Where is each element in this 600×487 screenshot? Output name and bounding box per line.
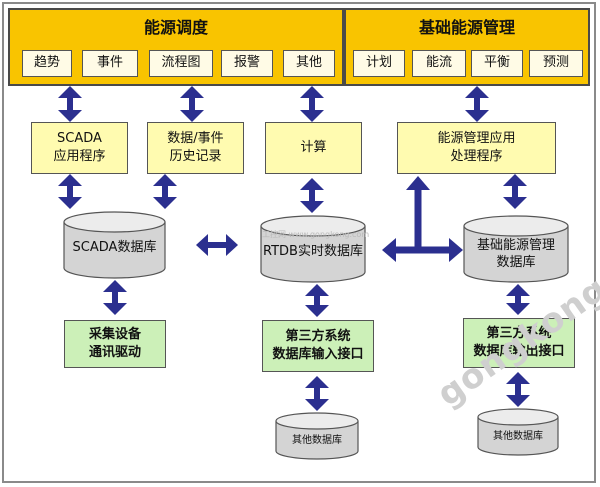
arrow-history-to-db xyxy=(153,174,177,209)
menu-button-event[interactable]: 事件 xyxy=(82,50,138,77)
menu-button-energy-flow[interactable]: 能流 xyxy=(412,50,466,77)
input-interface-label: 第三方系统 数据库输入接口 xyxy=(272,329,364,362)
arrow-scada-db-to-collector xyxy=(103,280,127,315)
collector-label: 采集设备 通讯驱动 xyxy=(88,327,141,360)
energy-db-cylinder xyxy=(463,215,569,283)
scada-db-cylinder xyxy=(63,211,166,279)
history-box: 数据/事件 历史记录 xyxy=(147,122,244,174)
other-db-right-cylinder xyxy=(477,408,559,456)
arrow-input-iface-to-other-db xyxy=(305,376,329,411)
energy-management-banner: 基础能源管理 计划 能流 平衡 预测 xyxy=(344,8,590,86)
arrow-output-iface-to-other-db xyxy=(506,372,530,407)
scada-db-label: SCADA数据库 xyxy=(72,240,157,255)
calc-label: 计算 xyxy=(300,140,327,155)
energy-management-banner-title: 基础能源管理 xyxy=(418,18,515,37)
dispatch-banner-title: 能源调度 xyxy=(143,18,208,37)
menu-button-balance[interactable]: 平衡 xyxy=(471,50,523,77)
arrow-flowchart-to-history xyxy=(180,86,204,122)
energy-db-label: 基础能源管理 数据库 xyxy=(476,238,555,270)
arrow-banner-to-energy-app xyxy=(465,86,489,122)
arrow-scada-app-to-db xyxy=(58,174,82,209)
menu-button-plan[interactable]: 计划 xyxy=(353,50,405,77)
output-interface-box: 第三方系统 数据库输出接口 xyxy=(463,318,575,368)
collector-box: 采集设备 通讯驱动 xyxy=(64,320,166,368)
arrow-calc-to-rtdb xyxy=(300,178,324,213)
menu-button-alarm[interactable]: 报警 xyxy=(221,50,273,77)
other-db-right-label: 其他数据库 xyxy=(493,431,543,442)
energy-app-box: 能源管理应用 处理程序 xyxy=(397,122,556,174)
scada-app-box: SCADA 应用程序 xyxy=(31,122,128,174)
energy-app-label: 能源管理应用 处理程序 xyxy=(437,131,516,164)
rtdb-cylinder xyxy=(260,215,366,283)
arrow-other-to-calc xyxy=(300,86,324,122)
arrow-energy-app-to-db xyxy=(503,174,527,209)
input-interface-box: 第三方系统 数据库输入接口 xyxy=(262,320,374,372)
menu-button-trend[interactable]: 趋势 xyxy=(22,50,72,77)
arrow-scada-db-to-rtdb xyxy=(196,234,238,256)
rtdb-label: RTDB实时数据库 xyxy=(263,244,363,259)
arrow-trend-to-scada-app xyxy=(58,86,82,122)
arrow-energy-db-to-output-iface xyxy=(506,284,530,315)
output-interface-label: 第三方系统 数据库输出接口 xyxy=(473,326,565,359)
dispatch-banner: 能源调度 趋势 事件 流程图 报警 其他 xyxy=(8,8,344,86)
menu-button-other[interactable]: 其他 xyxy=(283,50,335,77)
arrow-rtdb-to-input-iface xyxy=(305,284,329,317)
menu-button-forecast[interactable]: 预测 xyxy=(529,50,583,77)
calc-box: 计算 xyxy=(265,122,362,174)
other-db-left-label: 其他数据库 xyxy=(292,435,342,446)
scada-app-label: SCADA 应用程序 xyxy=(53,131,106,164)
history-label: 数据/事件 历史记录 xyxy=(167,131,224,164)
menu-button-flowchart[interactable]: 流程图 xyxy=(149,50,213,77)
arrow-rtdb-energy-t-junction xyxy=(382,176,463,262)
watermark-small: 工控网 www.gongkong.com xyxy=(262,230,370,239)
other-db-left-cylinder xyxy=(275,412,359,460)
